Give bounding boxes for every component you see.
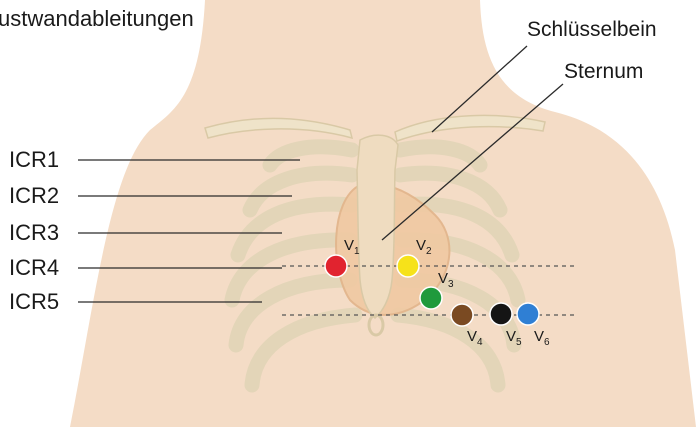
clavicle-label: Schlüsselbein bbox=[527, 18, 657, 41]
electrode-v1-dot bbox=[325, 255, 347, 277]
electrode-v3-dot bbox=[420, 287, 442, 309]
sternum-label: Sternum bbox=[564, 60, 643, 83]
electrode-v5-dot bbox=[490, 303, 512, 325]
icr2-label: ICR2 bbox=[9, 183, 59, 208]
icr1-label: ICR1 bbox=[9, 147, 59, 172]
icr5-label: ICR5 bbox=[9, 289, 59, 314]
icr4-label: ICR4 bbox=[9, 255, 59, 280]
electrode-v4-dot bbox=[451, 304, 473, 326]
icr3-label: ICR3 bbox=[9, 220, 59, 245]
electrode-v2-dot bbox=[397, 255, 419, 277]
electrode-v6-dot bbox=[517, 303, 539, 325]
diagram-title: ustwandableitungen bbox=[0, 6, 194, 31]
